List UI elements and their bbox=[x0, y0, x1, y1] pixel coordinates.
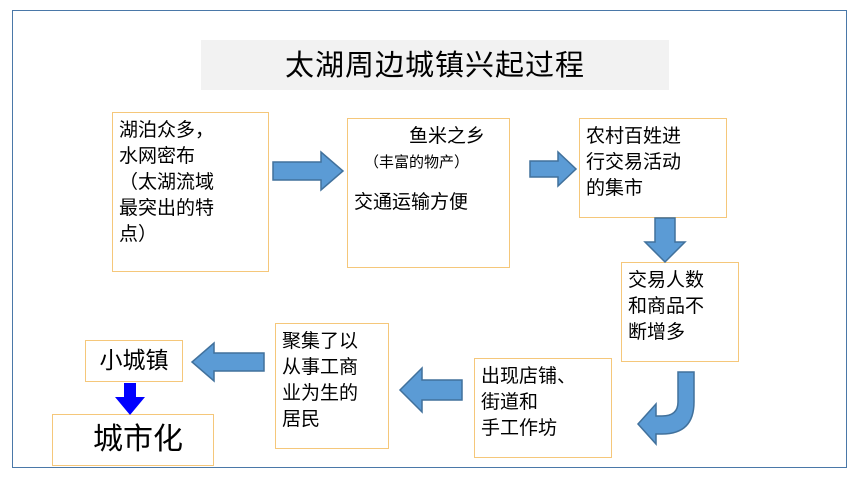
box-lakes: 湖泊众多， 水网密布 （太湖流域 最突出的特 点） bbox=[112, 112, 269, 272]
box-shops-streets-line-1: 出现店铺、 bbox=[481, 365, 577, 387]
slide-frame bbox=[12, 10, 847, 468]
arrow-down-2-icon bbox=[115, 383, 145, 415]
box-residents-line-2: 从事工商 bbox=[282, 356, 359, 378]
box-lakes-line-2: 水网密布 bbox=[119, 145, 196, 167]
box-residents-line-1: 聚集了以 bbox=[282, 330, 359, 352]
box-lakes-line-5: 点） bbox=[119, 223, 158, 245]
box-trade-growth-line-1: 交易人数 bbox=[628, 269, 705, 291]
arrow-left-2-icon bbox=[190, 341, 265, 383]
box-trade-growth-line-2: 和商品不 bbox=[628, 295, 705, 317]
arrow-right-2-icon bbox=[529, 150, 578, 188]
box-market: 农村百姓进 行交易活动 的集市 bbox=[579, 118, 727, 218]
box-market-line-1: 农村百姓进 bbox=[586, 125, 682, 147]
arrow-down-1-icon bbox=[643, 217, 687, 264]
box-residents: 聚集了以 从事工商 业为生的 居民 bbox=[275, 323, 389, 449]
box-residents-line-4: 居民 bbox=[282, 408, 321, 430]
box-lakes-line-1: 湖泊众多， bbox=[119, 119, 215, 141]
box-shops-streets-line-2: 街道和 bbox=[481, 391, 539, 413]
box-shops-streets-line-3: 手工作坊 bbox=[481, 417, 558, 439]
diagram-title: 太湖周边城镇兴起过程 bbox=[201, 40, 669, 90]
box-market-line-2: 行交易活动 bbox=[586, 151, 682, 173]
box-market-line-3: 的集市 bbox=[586, 177, 644, 199]
box-lakes-line-4: 最突出的特 bbox=[119, 197, 215, 219]
box-fish-rice: 鱼米之乡 （丰富的物产） 交通运输方便 bbox=[347, 118, 510, 268]
box-trade-growth: 交易人数 和商品不 断增多 bbox=[621, 262, 739, 362]
box-urbanization: 城市化 bbox=[52, 414, 214, 466]
arrow-right-1-icon bbox=[272, 150, 345, 192]
box-fish-rice-note: （丰富的物产） bbox=[364, 153, 470, 171]
box-fish-rice-transport: 交通运输方便 bbox=[354, 191, 469, 213]
box-residents-line-3: 业为生的 bbox=[282, 382, 359, 404]
box-fish-rice-title: 鱼米之乡 bbox=[409, 125, 486, 147]
box-trade-growth-line-3: 断增多 bbox=[628, 321, 686, 343]
box-small-town: 小城镇 bbox=[85, 340, 183, 382]
box-small-town-label: 小城镇 bbox=[99, 348, 169, 374]
box-shops-streets: 出现店铺、 街道和 手工作坊 bbox=[474, 358, 612, 458]
arrow-curved-icon bbox=[636, 371, 695, 446]
box-urbanization-label: 城市化 bbox=[93, 422, 183, 457]
box-lakes-line-3: （太湖流域 bbox=[119, 171, 215, 193]
arrow-left-1-icon bbox=[398, 366, 463, 414]
